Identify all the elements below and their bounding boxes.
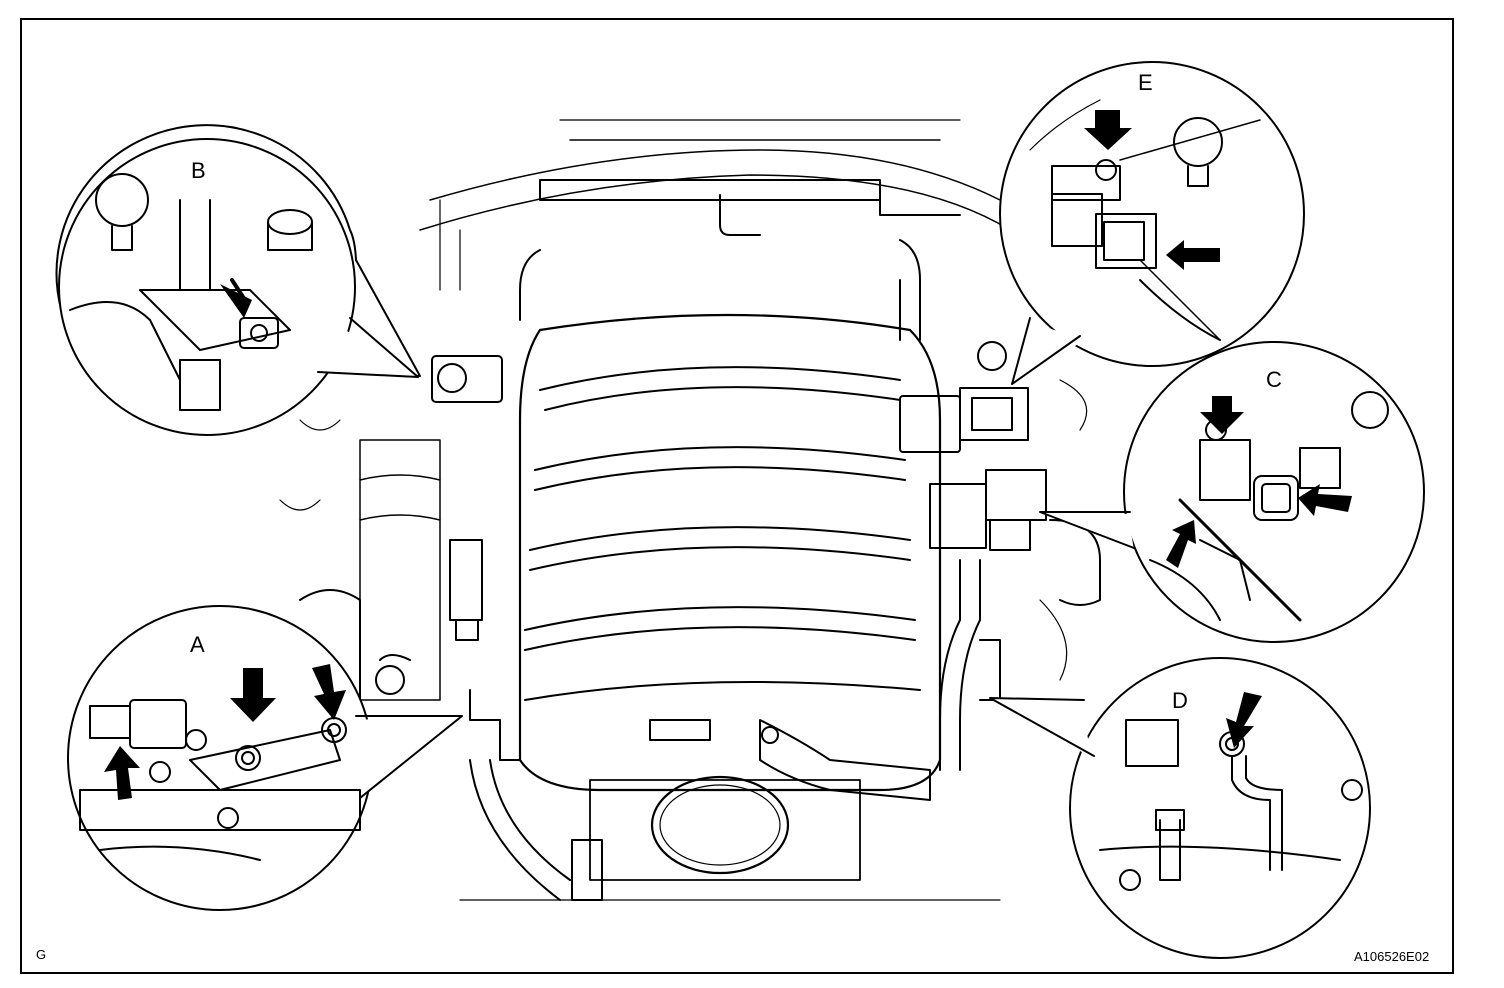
callout-d [989, 657, 1371, 959]
callout-b [55, 124, 421, 436]
figure-code: A106526E02 [1354, 949, 1430, 964]
engine-illustration [279, 119, 1101, 901]
callout-label-c: C [1266, 367, 1282, 392]
callout-a [67, 605, 463, 911]
callout-label-d: D [1172, 688, 1188, 713]
corner-mark: G [36, 947, 47, 962]
callout-label-e: E [1138, 70, 1153, 95]
callout-label-b: B [191, 158, 206, 183]
callout-label-a: A [190, 632, 205, 657]
callout-c [1039, 341, 1425, 643]
callout-e [999, 61, 1305, 385]
